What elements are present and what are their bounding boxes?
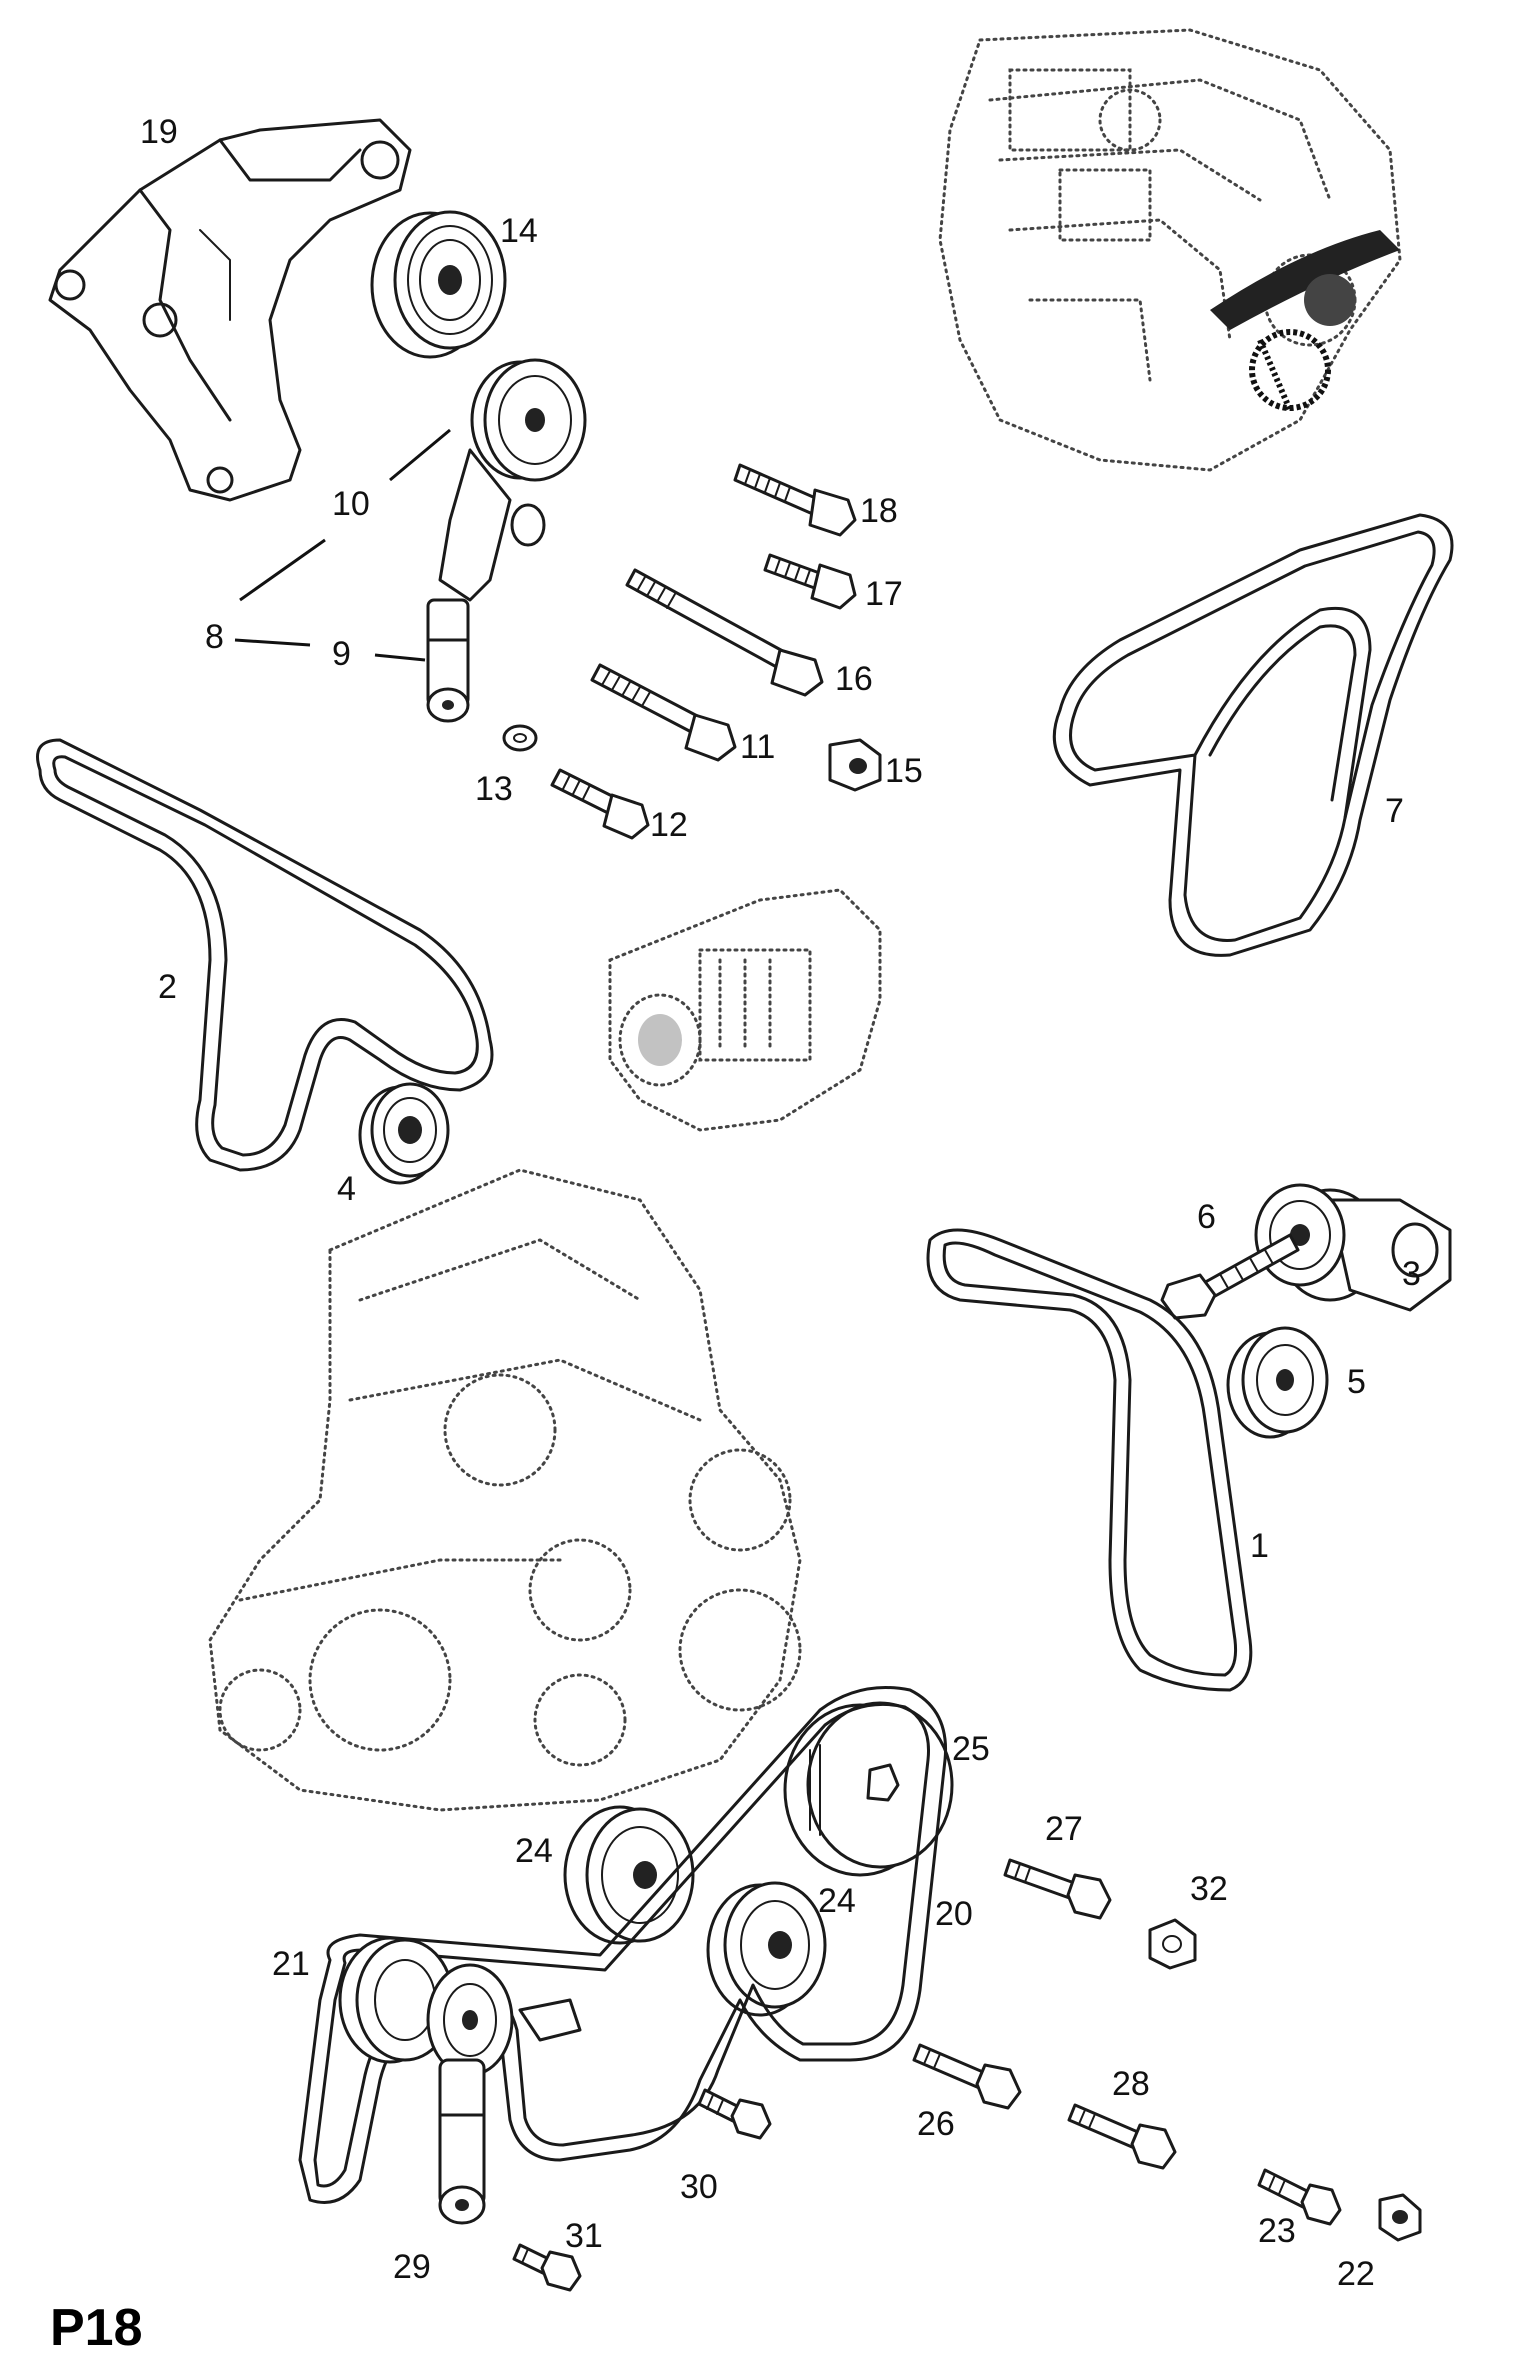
bolt-17	[763, 553, 857, 610]
tensioner-21	[338, 1936, 582, 2077]
pulley-4	[358, 1082, 450, 1185]
bolt-11	[590, 663, 737, 762]
label-17: 17	[865, 575, 903, 613]
label-2: 2	[158, 968, 177, 1006]
label-18: 18	[860, 492, 898, 530]
pulley-25	[783, 1701, 954, 1877]
label-25: 25	[952, 1730, 990, 1768]
label-9: 9	[332, 635, 351, 673]
bolt-23	[1257, 2168, 1342, 2226]
label-30: 30	[680, 2168, 718, 2206]
label-5: 5	[1347, 1363, 1366, 1401]
label-21: 21	[272, 1945, 310, 1983]
label-19: 19	[140, 113, 178, 151]
alternator-illustration	[608, 888, 882, 1132]
nut-32	[1148, 1918, 1197, 1970]
label-20: 20	[935, 1895, 973, 1933]
bolt-18	[733, 463, 857, 537]
damper-9	[426, 598, 470, 723]
leader-9a	[234, 638, 311, 647]
bracket-19	[48, 118, 412, 502]
bolt-28	[1067, 2103, 1177, 2170]
nut-15	[828, 738, 882, 792]
label-1: 1	[1250, 1527, 1269, 1565]
label-27: 27	[1045, 1810, 1083, 1848]
label-3: 3	[1402, 1255, 1421, 1293]
label-23: 23	[1258, 2212, 1296, 2250]
bolt-6	[1160, 1233, 1300, 1320]
label-31: 31	[565, 2217, 603, 2255]
label-22: 22	[1337, 2255, 1375, 2293]
leader-8	[239, 538, 326, 602]
belt-2	[36, 738, 494, 1172]
pulley-5	[1226, 1326, 1329, 1439]
bolt-31	[512, 2243, 582, 2292]
belt-7	[1052, 513, 1454, 957]
label-4: 4	[337, 1170, 356, 1208]
pulley-24-lower	[706, 1881, 827, 2017]
page-code: P18	[50, 2299, 143, 2357]
label-26: 26	[917, 2105, 955, 2143]
label-7: 7	[1385, 792, 1404, 830]
damper-29	[438, 2058, 486, 2225]
bolt-30	[697, 2088, 772, 2140]
engine-block-illustration	[938, 28, 1402, 472]
label-14: 14	[500, 212, 538, 250]
label-12: 12	[650, 806, 688, 844]
bolt-27	[1003, 1858, 1112, 1920]
nut-22	[1378, 2193, 1422, 2242]
label-8: 8	[205, 618, 224, 656]
tensioner-10	[438, 358, 587, 602]
label-6: 6	[1197, 1198, 1216, 1236]
bolt-12	[550, 768, 650, 840]
label-11: 11	[740, 728, 775, 766]
pulley-24-upper	[563, 1805, 695, 1945]
part-labels: 19 14 10 8 9 18 17 16 11 13 12 15 7 2 4 …	[140, 113, 1421, 2293]
label-15: 15	[885, 752, 923, 790]
bolt-16	[625, 568, 824, 697]
pulley-14	[370, 210, 507, 359]
leader-9b	[374, 653, 426, 662]
washer-13	[502, 724, 538, 752]
label-28: 28	[1112, 2065, 1150, 2103]
engine-front-illustration	[208, 1168, 802, 1812]
tensioner-3	[1254, 1183, 1452, 1312]
leader-10	[389, 428, 451, 482]
label-24-upper: 24	[515, 1832, 553, 1870]
label-24-lower: 24	[818, 1882, 856, 1920]
belt-1	[926, 1228, 1253, 1692]
label-13: 13	[475, 770, 513, 808]
label-10: 10	[332, 485, 370, 523]
label-29: 29	[393, 2248, 431, 2286]
bolt-26	[912, 2043, 1022, 2110]
label-32: 32	[1190, 1870, 1228, 1908]
label-16: 16	[835, 660, 873, 698]
